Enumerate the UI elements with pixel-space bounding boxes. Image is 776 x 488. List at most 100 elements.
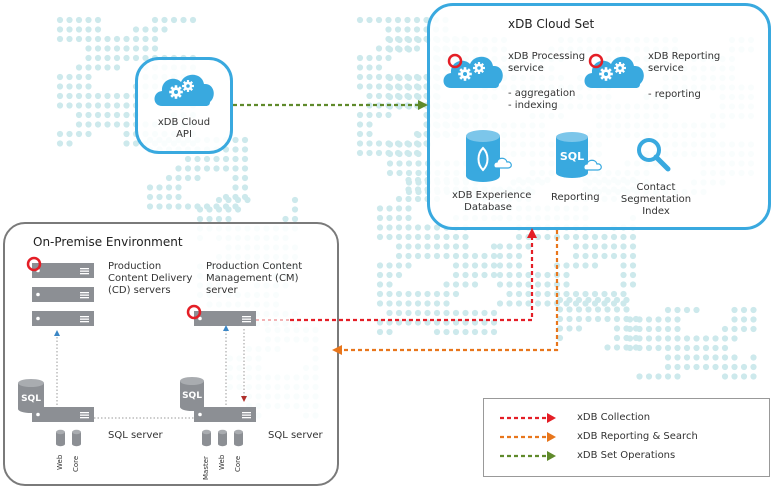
map-dot — [123, 140, 130, 147]
map-dot — [386, 205, 393, 212]
map-dot — [66, 102, 73, 109]
map-dot — [556, 315, 564, 323]
map-dot — [405, 262, 412, 269]
map-dot — [506, 281, 513, 288]
map-dot — [375, 140, 383, 147]
sql-right-text: SQL — [182, 391, 202, 401]
map-dot — [123, 54, 130, 62]
map-dot — [462, 309, 469, 317]
map-dot — [613, 325, 621, 332]
segmentation-index-label: Contact Segmentation Index — [620, 182, 692, 217]
map-dot — [75, 83, 83, 90]
map-dot — [674, 373, 681, 380]
map-dot — [222, 155, 230, 163]
map-dot — [104, 45, 111, 52]
map-dot — [462, 281, 469, 288]
map-dot — [386, 74, 394, 82]
map-dot — [376, 328, 384, 336]
map-dot — [405, 243, 412, 250]
map-dot — [405, 233, 412, 241]
map-dot — [375, 111, 383, 119]
map-dot — [655, 325, 662, 333]
map-dot — [594, 315, 602, 323]
map-dot — [123, 45, 130, 52]
map-dot — [585, 306, 592, 313]
map-dot — [424, 224, 431, 231]
map-dot — [225, 215, 232, 223]
map-dot — [740, 363, 748, 371]
map-dot — [213, 165, 220, 172]
map-dot — [591, 290, 599, 298]
map-dot — [415, 36, 422, 44]
map-dot — [462, 262, 469, 269]
map-dot — [356, 130, 364, 138]
map-dot — [376, 290, 384, 298]
map-dot — [175, 193, 182, 201]
map-dot — [396, 74, 403, 82]
legend-set-operations-label: xDB Set Operations — [577, 450, 676, 461]
map-dot — [674, 335, 681, 342]
map-dot — [563, 290, 570, 298]
map-dot — [132, 45, 140, 52]
cloud-api-icon — [154, 74, 214, 106]
map-dot — [433, 233, 441, 241]
map-dot — [471, 281, 479, 288]
map-dot — [234, 206, 242, 213]
map-dot — [375, 64, 383, 71]
map-dot — [664, 363, 672, 371]
map-dot — [142, 35, 149, 43]
map-dot — [601, 252, 608, 260]
map-dot — [85, 83, 92, 90]
map-dot — [66, 130, 73, 138]
map-dot — [180, 16, 187, 24]
arrow-up-cm — [223, 325, 229, 331]
map-dot — [356, 16, 364, 24]
map-dot — [563, 271, 570, 279]
map-dot — [75, 121, 83, 128]
map-dot — [395, 271, 403, 279]
map-dot — [405, 150, 413, 158]
map-dot — [66, 140, 73, 147]
map-dot — [123, 35, 130, 43]
map-dot — [655, 344, 662, 352]
map-dot — [156, 184, 163, 191]
map-dot — [623, 315, 630, 323]
map-dot — [85, 111, 92, 119]
map-dot — [594, 306, 602, 313]
map-dot — [433, 309, 441, 317]
map-dot — [386, 214, 393, 222]
map-dot — [203, 165, 211, 172]
map-dot — [636, 373, 643, 380]
map-dot — [66, 16, 73, 24]
map-dot — [481, 271, 488, 279]
map-dot — [414, 176, 422, 184]
map-dot — [481, 309, 488, 317]
map-dot — [481, 262, 488, 269]
map-dot — [414, 233, 422, 241]
experience-database-icon — [466, 130, 512, 182]
map-dot — [234, 196, 242, 204]
map-dot — [443, 243, 450, 250]
map-dot — [515, 252, 523, 260]
map-dot — [413, 16, 421, 24]
map-dot — [356, 73, 364, 81]
map-dot — [655, 316, 662, 323]
map-dot — [506, 290, 513, 298]
processing-service-tasks: - aggregation - indexing — [508, 88, 576, 111]
map-dot — [405, 214, 412, 222]
map-dot — [575, 306, 583, 313]
map-dot — [712, 363, 719, 371]
map-dot — [94, 45, 102, 52]
map-dot — [85, 73, 92, 81]
map-dot — [386, 84, 394, 91]
map-dot — [395, 195, 403, 203]
legend-arrows — [500, 413, 556, 461]
map-dot — [674, 363, 681, 371]
map-dot — [702, 335, 710, 342]
map-dot — [206, 206, 213, 213]
map-dot — [291, 206, 299, 213]
map-dot — [375, 16, 383, 24]
map-dot — [151, 45, 159, 52]
map-dot — [396, 169, 403, 177]
map-dot — [415, 84, 422, 91]
